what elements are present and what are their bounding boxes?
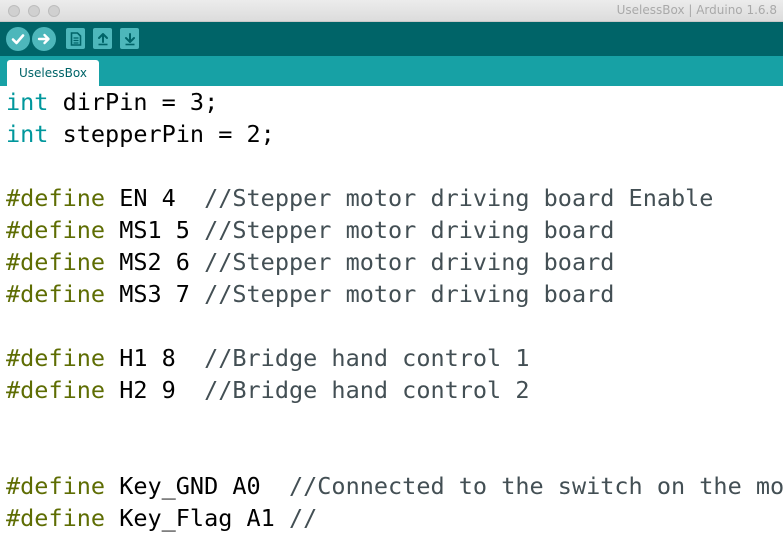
- code-text: Key_Flag A1: [105, 504, 289, 532]
- code-comment: //Connected to the switch on the mot: [288, 472, 783, 500]
- code-text: H1 8: [105, 344, 205, 372]
- code-line: #define H1 8 //Bridge hand control 1: [6, 342, 530, 374]
- upload-button[interactable]: [32, 27, 56, 51]
- new-sketch-button[interactable]: [66, 28, 85, 49]
- code-line: #define Key_GND A0 //Connected to the sw…: [6, 470, 783, 502]
- code-keyword: #define: [6, 248, 106, 276]
- code-text: stepperPin = 2;: [48, 120, 275, 148]
- new-file-icon: [70, 31, 81, 46]
- code-line: #define H2 9 //Bridge hand control 2: [6, 374, 530, 406]
- save-button[interactable]: [120, 28, 139, 49]
- code-keyword: #define: [6, 376, 106, 404]
- close-window-button[interactable]: [8, 5, 20, 17]
- code-comment: //Stepper motor driving board: [204, 216, 615, 244]
- code-line: #define MS2 6 //Stepper motor driving bo…: [6, 246, 614, 278]
- code-comment: //Bridge hand control 2: [204, 376, 530, 404]
- code-line: #define MS1 5 //Stepper motor driving bo…: [6, 214, 614, 246]
- code-line: #define EN 4 //Stepper motor driving boa…: [6, 182, 713, 214]
- tab-uselessbox[interactable]: UselessBox: [7, 60, 99, 86]
- verify-button[interactable]: [6, 27, 30, 51]
- code-keyword: #define: [6, 280, 106, 308]
- code-comment: //Stepper motor driving board Enable: [204, 184, 714, 212]
- window-title: UselessBox | Arduino 1.6.8: [616, 3, 777, 17]
- code-text: Key_GND A0: [105, 472, 289, 500]
- code-text: EN 4: [105, 184, 205, 212]
- code-keyword: int: [6, 88, 49, 116]
- code-line: int dirPin = 3;: [6, 86, 218, 118]
- arrow-down-icon: [124, 32, 135, 45]
- code-keyword: int: [6, 120, 49, 148]
- code-line: #define MS3 7 //Stepper motor driving bo…: [6, 278, 614, 310]
- zoom-window-button[interactable]: [48, 5, 60, 17]
- code-keyword: #define: [6, 184, 106, 212]
- tab-strip: UselessBox: [0, 56, 783, 86]
- code-keyword: #define: [6, 344, 106, 372]
- code-text: MS2 6: [105, 248, 205, 276]
- code-text: MS1 5: [105, 216, 205, 244]
- code-line: #define Key_Flag A1 //: [6, 502, 317, 534]
- checkmark-icon: [11, 34, 25, 45]
- code-comment: //Bridge hand control 1: [204, 344, 530, 372]
- toolbar: [0, 22, 783, 56]
- code-line: int stepperPin = 2;: [6, 118, 275, 150]
- code-comment: //: [288, 504, 318, 532]
- code-text: H2 9: [105, 376, 205, 404]
- arrow-right-icon: [37, 33, 50, 45]
- code-keyword: #define: [6, 216, 106, 244]
- code-editor[interactable]: int dirPin = 3;int stepperPin = 2;#defin…: [0, 86, 783, 551]
- code-keyword: #define: [6, 504, 106, 532]
- title-bar: UselessBox | Arduino 1.6.8: [0, 0, 783, 22]
- code-comment: //Stepper motor driving board: [204, 280, 615, 308]
- arrow-up-icon: [97, 32, 108, 45]
- code-text: dirPin = 3;: [48, 88, 219, 116]
- code-comment: //Stepper motor driving board: [204, 248, 615, 276]
- code-keyword: #define: [6, 472, 106, 500]
- open-button[interactable]: [93, 28, 112, 49]
- code-text: MS3 7: [105, 280, 205, 308]
- minimize-window-button[interactable]: [28, 5, 40, 17]
